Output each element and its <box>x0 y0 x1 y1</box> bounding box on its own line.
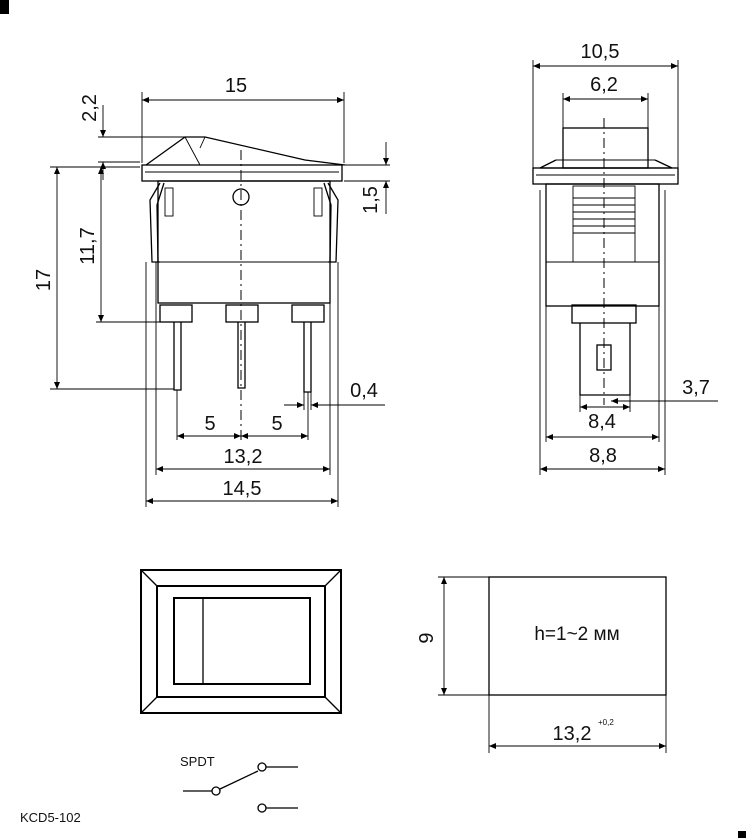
top-view-rocker <box>173 597 311 685</box>
pin-middle <box>237 322 246 389</box>
dim-label-pitch-right: 5 <box>271 413 282 435</box>
top-view-outer <box>140 569 342 714</box>
dim-label-cutout-tolerance: +0,2 <box>598 718 614 727</box>
part-number: KCD5-102 <box>20 810 81 825</box>
dim-label-width-top: 15 <box>225 75 247 97</box>
dim-label-side-body-width: 8,4 <box>588 411 616 433</box>
panel-cutout: 9 h=1~2 мм 13,2 +0,2 <box>416 576 667 753</box>
dim-label-flange: 1,5 <box>360 186 382 214</box>
corner-mark-bottom-right <box>738 831 746 838</box>
dim-label-bottom-width: 14,5 <box>223 478 262 500</box>
dim-label-rocker-width: 6,2 <box>590 74 618 96</box>
dim-label-cutout-height: 9 <box>416 632 438 643</box>
corner-mark-top-left <box>0 0 9 14</box>
top-view <box>140 569 342 714</box>
side-body <box>545 183 660 307</box>
front-view: 15 2,2 1,5 17 11,7 0,4 5 5 <box>33 75 390 507</box>
panel-thickness-note: h=1~2 мм <box>534 624 619 645</box>
front-rocker <box>145 136 346 166</box>
dim-label-outer-width: 10,5 <box>581 41 620 63</box>
front-body <box>157 180 331 304</box>
dim-label-body-height: 11,7 <box>77 227 99 264</box>
dim-label-pin-width: 3,7 <box>682 377 710 399</box>
front-flange <box>141 164 343 182</box>
dim-label-body-width: 13,2 <box>224 446 263 468</box>
dim-label-cutout-width: 13,2 <box>553 723 592 745</box>
side-view: 10,5 6,2 3,7 8,4 8,8 <box>532 41 718 475</box>
side-rocker <box>562 127 649 169</box>
schematic-label: SPDT <box>180 754 215 769</box>
dim-label-rocker-height: 2,2 <box>79 94 101 122</box>
dim-label-side-bottom-width: 8,8 <box>589 445 617 467</box>
spdt-schematic: SPDT <box>180 754 298 813</box>
dim-label-pitch-left: 5 <box>204 413 215 435</box>
pin-left <box>173 322 182 391</box>
dim-label-pin-thickness: 0,4 <box>350 380 378 402</box>
side-flange <box>532 167 679 185</box>
dim-label-total-height: 17 <box>33 269 55 291</box>
cutout-rect <box>488 576 667 696</box>
pin-right <box>303 322 312 393</box>
top-view-inner <box>156 585 326 698</box>
